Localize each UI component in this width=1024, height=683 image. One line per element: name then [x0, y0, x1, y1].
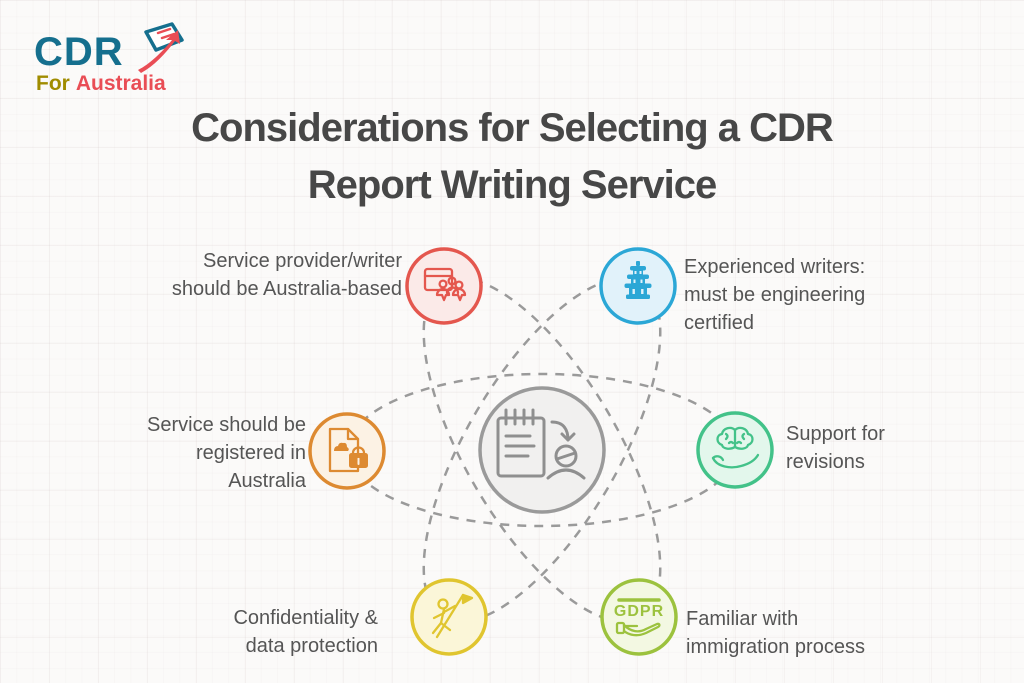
gdpr-icon-text: GDPR: [614, 603, 664, 620]
label-australia-based-writer: Service provider/writer should be Austra…: [120, 247, 402, 303]
logo-country-text: Australia: [75, 72, 166, 95]
label-registered-in-australia: Service should be registered in Australi…: [100, 411, 306, 495]
node-australia-based-writer: [405, 247, 483, 325]
label-line: certified: [684, 312, 755, 334]
logo-cdr-text: CDR: [34, 30, 124, 74]
label-line: Experienced writers:: [684, 256, 866, 278]
page-title-line2: Report Writing Service: [307, 163, 717, 207]
label-line: registered in: [195, 442, 306, 464]
node-support-for-revisions: [696, 411, 774, 489]
label-line: must be engineering: [684, 284, 866, 306]
label-familiar-immigration: Familiar with immigration process: [686, 605, 916, 661]
node-registered-in-australia: [308, 412, 386, 490]
report-to-client-icon: [496, 408, 586, 480]
page-title: Considerations for Selecting a CDR Repor…: [0, 100, 1024, 214]
page-title-line1: Considerations for Selecting a CDR: [191, 106, 834, 150]
center-node: [478, 386, 606, 514]
logo-for-text: For: [36, 72, 70, 95]
node-confidentiality: [410, 578, 488, 656]
label-line: Support for: [786, 423, 885, 445]
label-line: Service provider/writer: [203, 250, 402, 272]
label-line: Service should be: [147, 414, 306, 436]
document-lock-icon: [328, 427, 368, 473]
label-line: data protection: [245, 635, 378, 657]
team-screen-icon: [423, 267, 467, 302]
pagoda-icon: [624, 261, 652, 299]
label-experienced-writers: Experienced writers: must be engineering…: [684, 253, 904, 337]
hand-brain-icon: [711, 426, 760, 469]
label-line: Australia: [228, 470, 306, 492]
label-line: immigration process: [686, 636, 865, 658]
label-line: should be Australia-based: [171, 278, 402, 300]
person-flag-icon: [431, 593, 474, 639]
logo-document-arrow-icon: [126, 18, 192, 83]
label-line: revisions: [786, 451, 865, 473]
node-familiar-immigration: GDPR: [600, 578, 678, 656]
label-support-for-revisions: Support for revisions: [786, 420, 926, 476]
label-line: Confidentiality &: [233, 607, 378, 629]
node-experienced-writers: [599, 247, 677, 325]
label-line: Familiar with: [686, 608, 799, 630]
gdpr-hand-icon: GDPR: [614, 598, 664, 637]
label-confidentiality: Confidentiality & data protection: [150, 604, 378, 660]
